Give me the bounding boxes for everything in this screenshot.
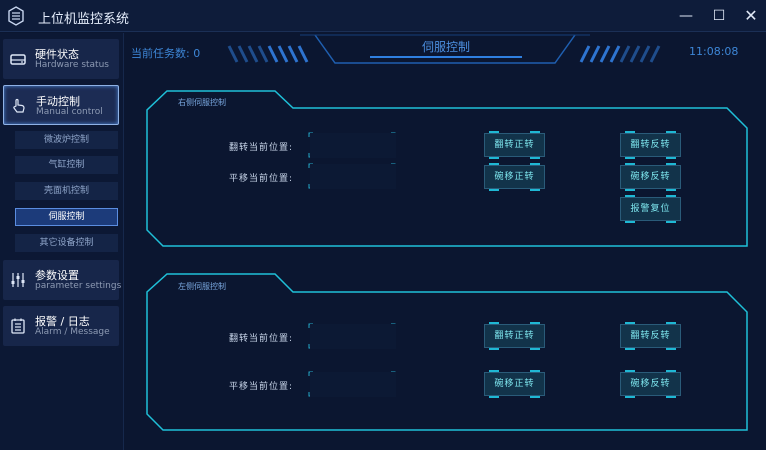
right-shift-forward-label: 碗移正转 [494,172,535,182]
task-count-text: 当前任务数: 0 [131,45,200,61]
clipboard-list-icon [9,317,27,335]
right-flip-forward-button[interactable]: 翻转正转 [484,131,545,159]
left-flip-reverse-button[interactable]: 翻转反转 [620,322,681,350]
right-flip-position-field[interactable] [310,133,396,158]
nav-alarm-log-label: 报警 / 日志 [35,315,90,328]
left-flip-forward-label: 翻转正转 [494,331,535,341]
nav-manual-control-sublabel: Manual control [36,107,103,117]
sliders-icon [9,271,27,289]
left-flip-forward-button[interactable]: 翻转正转 [484,322,545,350]
maximize-button[interactable]: ☐ [712,8,726,24]
title-bar: 上位机监控系统 — ☐ ✕ [0,0,766,32]
task-count-label: 当前任务数: [131,47,190,60]
right-alarm-reset-button[interactable]: 报警复位 [620,195,681,223]
nav-parameter-settings[interactable]: 参数设置 parameter settings [3,260,122,300]
subnav-servo-control[interactable]: 伺服控制 [15,208,118,226]
minimize-button[interactable]: — [679,8,693,24]
subnav-microwave-control[interactable]: 微波炉控制 [15,131,118,149]
right-shift-position-field[interactable] [310,164,396,189]
app-logo-icon [8,6,24,26]
left-flip-reverse-label: 翻转反转 [630,331,671,341]
subnav-cylinder-control[interactable]: 气缸控制 [15,156,118,174]
nav-manual-control-label: 手动控制 [36,95,80,108]
sidebar: 硬件状态 Hardware status 手动控制 Manual control… [0,33,124,450]
left-shift-forward-label: 碗移正转 [494,379,535,389]
nav-hardware-status[interactable]: 硬件状态 Hardware status [3,39,119,79]
hand-pointer-icon [10,97,28,115]
nav-hardware-status-sublabel: Hardware status [35,60,109,70]
page-title: 伺服控制 [421,40,470,54]
right-servo-panel-title: 右侧伺服控制 [178,98,226,107]
right-shift-forward-button[interactable]: 碗移正转 [484,163,545,191]
hard-drive-icon [9,50,27,68]
clock-time: 11:08:08 [689,45,739,58]
right-shift-reverse-label: 碗移反转 [630,172,671,182]
nav-parameter-settings-sublabel: parameter settings [35,281,122,291]
nav-alarm-log-sublabel: Alarm / Message [35,327,110,337]
nav-alarm-log[interactable]: 报警 / 日志 Alarm / Message [3,306,119,346]
right-flip-position-label: 翻转当前位置: [229,143,294,153]
left-shift-position-field[interactable] [310,372,396,397]
nav-hardware-status-label: 硬件状态 [35,48,79,61]
close-button[interactable]: ✕ [744,6,758,25]
app-title: 上位机监控系统 [38,12,130,27]
right-flip-forward-label: 翻转正转 [494,140,535,150]
left-shift-reverse-button[interactable]: 碗移反转 [620,370,681,398]
right-shift-position-label: 平移当前位置: [229,174,294,184]
left-flip-position-field[interactable] [310,324,396,349]
subnav-shell-machine-control[interactable]: 壳面机控制 [15,182,118,200]
right-alarm-reset-label: 报警复位 [630,204,671,214]
subnav-other-device-control[interactable]: 其它设备控制 [15,234,118,252]
left-flip-position-label: 翻转当前位置: [229,334,294,344]
left-shift-position-label: 平移当前位置: [229,382,294,392]
task-count-value: 0 [193,47,201,60]
left-servo-panel-title: 左侧伺服控制 [178,282,226,291]
right-shift-reverse-button[interactable]: 碗移反转 [620,163,681,191]
left-shift-forward-button[interactable]: 碗移正转 [484,370,545,398]
left-shift-reverse-label: 碗移反转 [630,379,671,389]
right-flip-reverse-label: 翻转反转 [630,140,671,150]
nav-manual-control[interactable]: 手动控制 Manual control [3,85,119,125]
right-flip-reverse-button[interactable]: 翻转反转 [620,131,681,159]
nav-parameter-settings-label: 参数设置 [35,269,79,282]
